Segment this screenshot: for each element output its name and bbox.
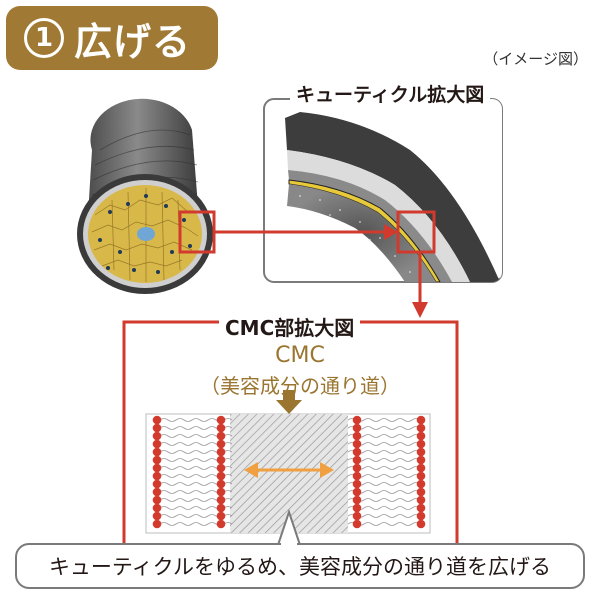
lipid-bead: [416, 455, 426, 465]
lipid-bead: [152, 503, 162, 513]
lipid-bead: [152, 479, 162, 489]
lipid-bead: [152, 455, 162, 465]
lipid-bead: [152, 431, 162, 441]
lipid-bead: [352, 479, 362, 489]
caption-text: キューティクルをゆるめ、美容成分の通り道を広げる: [48, 555, 552, 579]
step-number: 1: [24, 18, 64, 58]
lipid-bead: [216, 519, 226, 529]
cuticle-panel: [263, 98, 503, 283]
lipid-bead: [416, 431, 426, 441]
cmc-structure: [145, 413, 431, 534]
lipid-bead: [152, 447, 162, 457]
cmc-panel-label: CMC部拡大図: [219, 312, 361, 341]
lipid-bead: [216, 495, 226, 505]
lipid-bead: [416, 447, 426, 457]
lipid-bead: [216, 439, 226, 449]
gold-down-arrow: [276, 390, 302, 414]
lipid-bead: [152, 463, 162, 473]
lipid-bead: [216, 487, 226, 497]
page-title: 広げる: [74, 19, 192, 64]
lipid-bead: [416, 415, 426, 425]
lipid-bead: [416, 439, 426, 449]
cuticle-panel-label: キューティクル拡大図: [290, 80, 491, 107]
lipid-bead: [216, 511, 226, 521]
lipid-head-beads: [152, 415, 426, 529]
lipid-bead: [216, 463, 226, 473]
lipid-bead: [416, 503, 426, 513]
lipid-bead: [216, 471, 226, 481]
lipid-bead: [352, 463, 362, 473]
lipid-bead: [352, 503, 362, 513]
lipid-bead: [152, 439, 162, 449]
lipid-bead: [216, 431, 226, 441]
lipid-bead: [216, 423, 226, 433]
lipid-bead: [416, 471, 426, 481]
hair-strand: [77, 98, 213, 294]
lipid-bead: [352, 487, 362, 497]
lipid-bead: [152, 519, 162, 529]
lipid-bead: [352, 495, 362, 505]
lipid-bead: [416, 423, 426, 433]
lipid-bead: [352, 455, 362, 465]
lipid-bead: [152, 423, 162, 433]
image-note: （イメージ図）: [483, 50, 588, 68]
cmc-subtitle: （美容成分の通り道）: [200, 374, 400, 398]
title-badge: 1 広げる: [6, 6, 218, 70]
lipid-bead: [152, 415, 162, 425]
lipid-bead: [352, 447, 362, 457]
lipid-bead: [152, 487, 162, 497]
cmc-name: CMC: [275, 343, 325, 368]
lipid-bead: [216, 447, 226, 457]
lipid-bead: [216, 415, 226, 425]
lipid-bead: [152, 471, 162, 481]
zoom-connectors: [178, 210, 436, 318]
lipid-bead: [352, 423, 362, 433]
lipid-bead: [416, 479, 426, 489]
lipid-bead: [416, 495, 426, 505]
lipid-bead: [352, 415, 362, 425]
widen-arrow: [244, 462, 334, 478]
lipid-bead: [152, 495, 162, 505]
lipid-bead: [352, 431, 362, 441]
lipid-bead: [416, 463, 426, 473]
lipid-bead: [216, 455, 226, 465]
lipid-bead: [416, 511, 426, 521]
lipid-bead: [152, 511, 162, 521]
caption-box: キューティクルをゆるめ、美容成分の通り道を広げる: [15, 543, 585, 589]
lipid-bead: [216, 503, 226, 513]
lipid-bead: [216, 479, 226, 489]
medulla: [137, 227, 155, 241]
lipid-bead: [416, 487, 426, 497]
lipid-bead: [416, 519, 426, 529]
lipid-bead: [352, 439, 362, 449]
pointer-join: [281, 541, 297, 547]
lipid-bead: [352, 511, 362, 521]
lipid-bead: [352, 519, 362, 529]
lipid-bead: [352, 471, 362, 481]
